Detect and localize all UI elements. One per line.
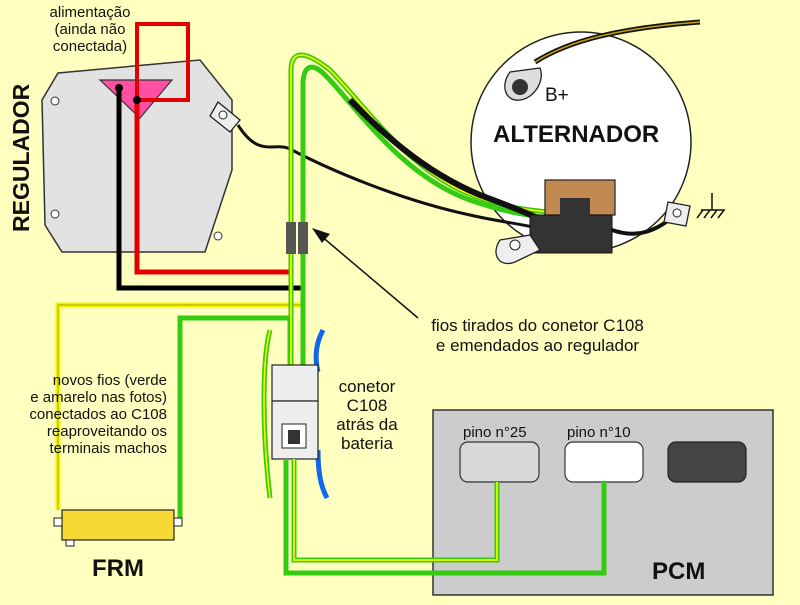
b-plus-nut bbox=[512, 79, 528, 95]
green-wire-pcm10 bbox=[283, 459, 607, 576]
splice-sleeve-1 bbox=[286, 222, 296, 254]
label-conetor-line1: conetor bbox=[338, 377, 396, 396]
label-frm: FRM bbox=[92, 555, 144, 582]
label-conetor-line2: C108 bbox=[346, 396, 388, 415]
alternator-lug-bottom-hole bbox=[509, 239, 521, 251]
alternator-connector-latch bbox=[560, 198, 590, 218]
label-novos-fios-line4: reaproveitando os bbox=[46, 423, 167, 440]
label-novos-fios-line1: novos fios (verde bbox=[52, 372, 167, 389]
label-conetor-line4: bateria bbox=[341, 434, 393, 453]
label-pino25: pino n°25 bbox=[463, 424, 527, 441]
green-side-wire-1-stripe bbox=[263, 329, 271, 499]
label-novos-fios-line3: conectados ao C108 bbox=[29, 406, 167, 423]
yellow-green-wire-pcm25-stripe bbox=[293, 459, 498, 561]
plug-terminal-red bbox=[133, 96, 141, 104]
label-conetor-line3: atrás da bbox=[336, 415, 398, 434]
black-wire-regulator-alternator bbox=[236, 124, 546, 232]
alternator-lug-right-hole bbox=[672, 208, 682, 218]
label-regulador: REGULADOR bbox=[8, 83, 34, 232]
label-novos-fios: novos fios (verde e amarelo nas fotos) c… bbox=[2, 372, 167, 457]
label-pino10: pino n°10 bbox=[567, 424, 631, 441]
pcm-pin-10 bbox=[564, 441, 644, 483]
label-alimentacao-line1: alimentação bbox=[49, 4, 131, 21]
regulator-hole-2 bbox=[50, 209, 60, 219]
label-b-plus: B+ bbox=[545, 85, 569, 106]
pcm-pin-25 bbox=[459, 441, 540, 483]
b-plus-wire-stripe bbox=[534, 21, 701, 63]
ground-icon bbox=[696, 193, 725, 219]
label-novos-fios-line2: e amarelo nas fotos) bbox=[30, 389, 167, 406]
label-fios-tirados-line2: e emendados ao regulador bbox=[435, 336, 640, 355]
frm-tab-right bbox=[173, 517, 183, 527]
pcm-pin-unused bbox=[667, 441, 747, 483]
frm-tab-bottom bbox=[65, 539, 75, 547]
alternator-connector bbox=[529, 214, 613, 254]
label-conetor: conetor C108 atrás da bateria bbox=[328, 377, 406, 453]
regulator-lug-hole bbox=[218, 110, 228, 120]
frm-module bbox=[61, 509, 175, 541]
label-alimentacao-line3: conectada) bbox=[52, 38, 128, 55]
splice-sleeve-2 bbox=[298, 222, 308, 254]
frm-tab-left bbox=[53, 517, 63, 527]
label-alimentacao: alimentação (ainda não conectada) bbox=[20, 4, 160, 55]
label-alimentacao-line2: (ainda não bbox=[54, 21, 126, 38]
plug-terminal-black bbox=[115, 84, 123, 92]
label-alternador: ALTERNADOR bbox=[493, 121, 660, 148]
c108-latch-hole bbox=[288, 430, 300, 444]
label-pcm: PCM bbox=[652, 558, 706, 585]
label-novos-fios-line5: terminais machos bbox=[49, 440, 167, 457]
label-fios-tirados-line1: fios tirados do conetor C108 bbox=[431, 316, 644, 335]
red-wire-supply bbox=[135, 22, 190, 102]
regulator-hole-1 bbox=[50, 96, 60, 106]
green-wire-upper-2 bbox=[300, 64, 549, 228]
arrow-icon bbox=[312, 228, 419, 319]
label-fios-tirados: fios tirados do conetor C108 e emendados… bbox=[400, 316, 675, 356]
regulator-hole-4 bbox=[213, 231, 223, 241]
blue-wire-bottom bbox=[315, 449, 330, 500]
c108-connector-top bbox=[271, 364, 319, 402]
